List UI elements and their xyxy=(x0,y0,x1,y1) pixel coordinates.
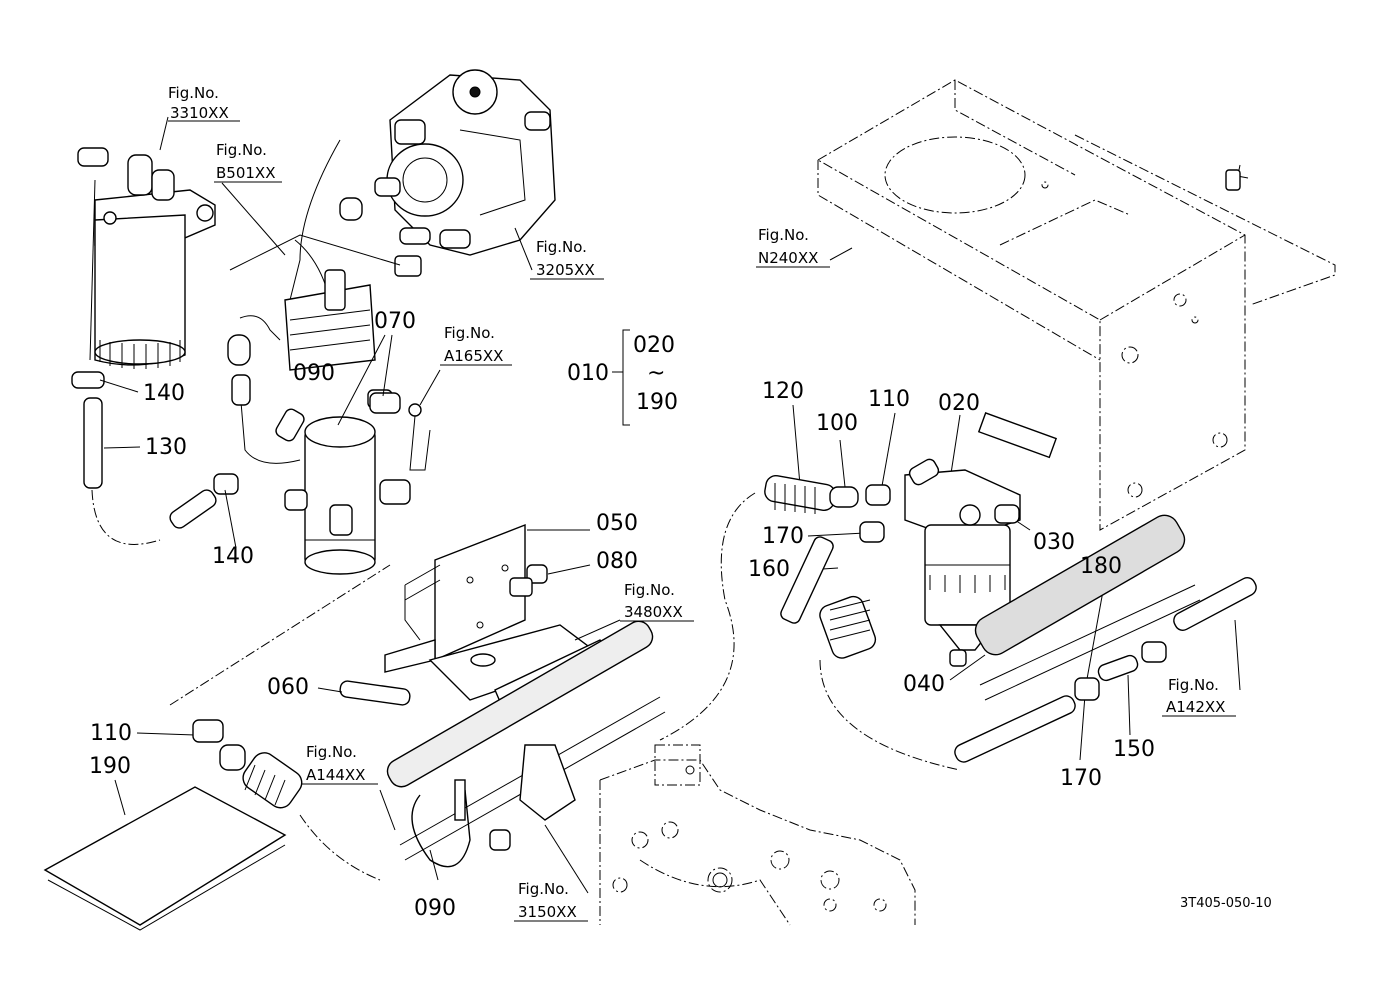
part-label-180: 180 xyxy=(1080,554,1122,579)
sleeve-060 xyxy=(339,680,411,706)
leader-lines xyxy=(99,116,1241,894)
electric-fuel-pump xyxy=(231,374,431,575)
fig-prefix: Fig.No. xyxy=(624,581,675,599)
part-label-050: 050 xyxy=(596,511,638,536)
fuel-heater-090 xyxy=(284,269,376,371)
range-brace xyxy=(612,329,630,426)
part-label-060: 060 xyxy=(267,675,309,700)
fig-code: A142XX xyxy=(1166,698,1225,716)
fuel-line-a144 xyxy=(386,620,666,868)
figure-reference-b501: Fig.No. B501XX xyxy=(214,141,282,183)
fig-code: B501XX xyxy=(216,164,275,182)
part-label-100: 100 xyxy=(816,411,858,436)
fig-code: N240XX xyxy=(758,249,818,267)
part-label-190-range: 190 xyxy=(636,390,678,415)
figure-reference-n240: Fig.No. N240XX xyxy=(756,226,830,268)
part-label-130: 130 xyxy=(145,435,187,460)
fitting-070 xyxy=(369,392,401,414)
hose-lower-left xyxy=(169,564,391,881)
part-label-160: 160 xyxy=(748,557,790,582)
fig-prefix: Fig.No. xyxy=(168,84,219,102)
part-label-070: 070 xyxy=(374,309,416,334)
part-label-110-left: 110 xyxy=(90,721,132,746)
figure-reference-3310: Fig.No. 3310XX xyxy=(168,84,240,122)
injection-pump xyxy=(374,69,556,256)
figure-reference-3150: Fig.No. 3150XX xyxy=(514,880,588,922)
figure-reference-3205: Fig.No. 3205XX xyxy=(530,238,604,280)
fig-prefix: Fig.No. xyxy=(518,880,569,898)
part-label-110-top: 110 xyxy=(868,387,910,412)
part-label-020-range: 020 xyxy=(633,333,675,358)
fig-code: 3310XX xyxy=(170,104,229,122)
fig-prefix: Fig.No. xyxy=(444,324,495,342)
part-label-140-top: 140 xyxy=(143,381,185,406)
part-label-170-left: 170 xyxy=(762,524,804,549)
nut-080 xyxy=(526,564,548,584)
figure-reference-3480: Fig.No. 3480XX xyxy=(620,581,694,622)
transmission-housing xyxy=(599,744,916,926)
part-label-150: 150 xyxy=(1113,737,1155,762)
fig-prefix: Fig.No. xyxy=(216,141,267,159)
figure-reference-a165: Fig.No. A165XX xyxy=(440,324,512,366)
part-label-140-mid: 140 xyxy=(212,544,254,569)
fig-prefix: Fig.No. xyxy=(1168,676,1219,694)
fig-code: 3150XX xyxy=(518,903,577,921)
fuel-filter-assembly xyxy=(77,147,216,369)
fig-prefix: Fig.No. xyxy=(536,238,587,256)
hoses-right xyxy=(659,475,1257,771)
drawing-code: 3T405-050-10 xyxy=(1180,896,1272,911)
sediment-filter-020 xyxy=(904,412,1059,667)
frame-n240 xyxy=(817,79,1336,531)
fig-code: A165XX xyxy=(444,347,503,365)
fig-prefix: Fig.No. xyxy=(758,226,809,244)
fig-code: 3480XX xyxy=(624,603,683,621)
fig-code: A144XX xyxy=(306,766,365,784)
figure-reference-a142: Fig.No. A142XX xyxy=(1162,676,1236,717)
hose-130 xyxy=(71,371,239,545)
fig-code: 3205XX xyxy=(536,261,595,279)
part-label-020: 020 xyxy=(938,391,980,416)
part-label-170-bottom: 170 xyxy=(1060,766,1102,791)
part-label-090-top: 090 xyxy=(293,361,335,386)
manual-190 xyxy=(43,786,287,931)
part-label-040: 040 xyxy=(903,672,945,697)
part-label-010: 010 xyxy=(567,361,609,386)
fig-prefix: Fig.No. xyxy=(306,743,357,761)
figure-reference-a144: Fig.No. A144XX xyxy=(302,743,378,785)
part-label-120: 120 xyxy=(762,379,804,404)
range-tilde: ~ xyxy=(647,361,665,386)
part-label-030: 030 xyxy=(1033,530,1075,555)
part-label-090-bottom: 090 xyxy=(414,896,456,921)
pump-bracket-050 xyxy=(384,523,616,726)
part-label-080: 080 xyxy=(596,549,638,574)
part-label-190: 190 xyxy=(89,754,131,779)
